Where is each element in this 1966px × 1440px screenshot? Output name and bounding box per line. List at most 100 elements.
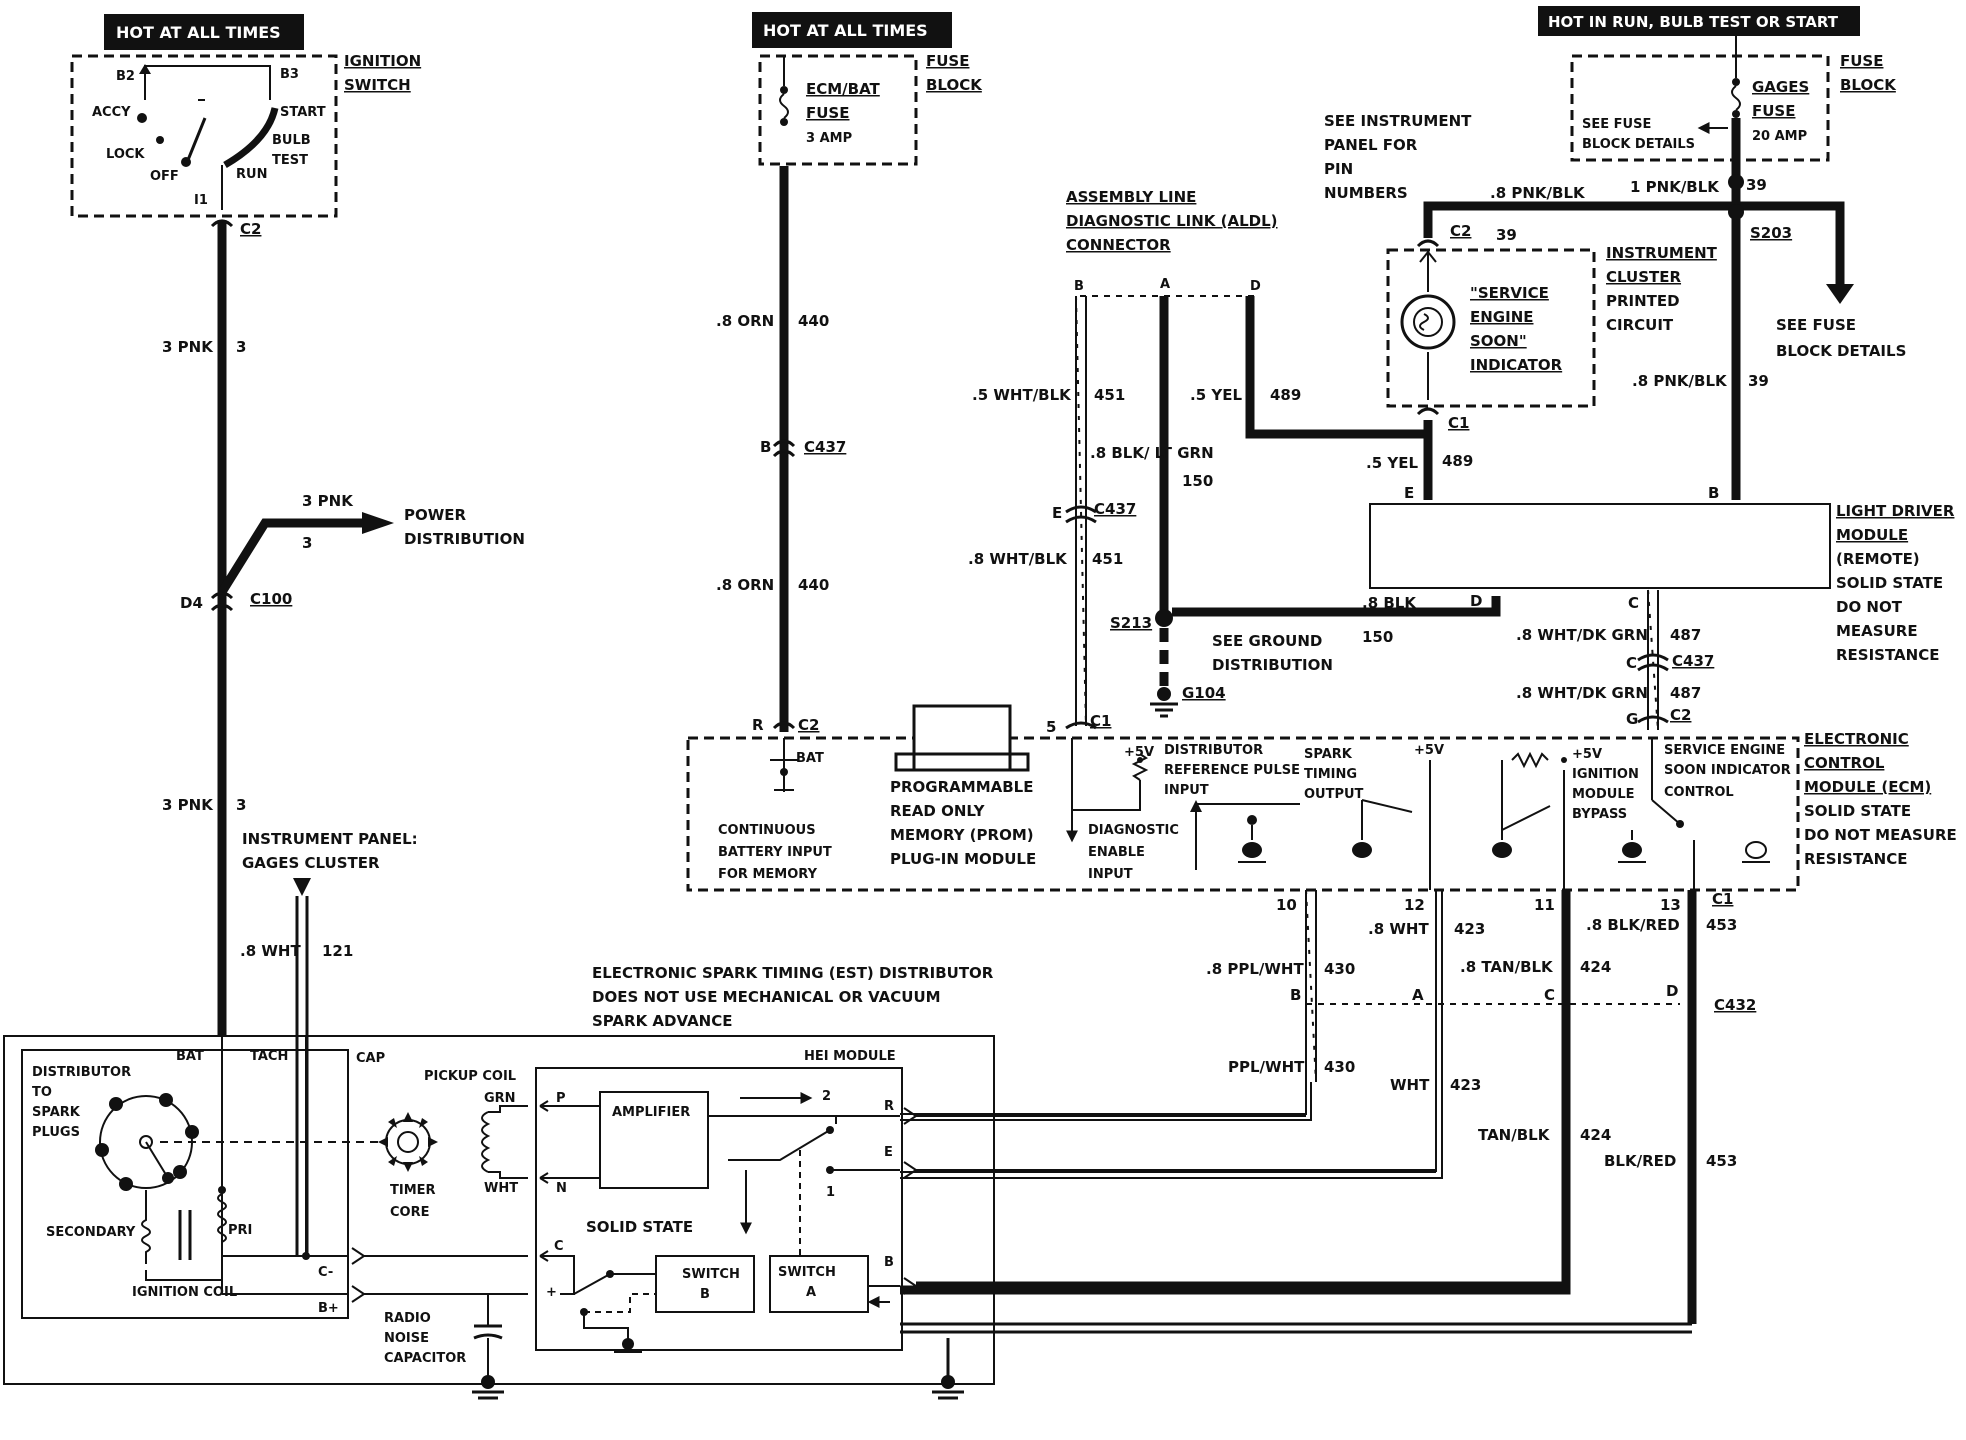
ses-label: SERVICE ENGINE	[1664, 743, 1785, 758]
pickup-coil-label: PICKUP COIL	[424, 1069, 516, 1084]
switch-b-label-2: B	[700, 1287, 710, 1302]
connector-c2-label: C2	[1670, 706, 1691, 724]
wire-number: 489	[1270, 386, 1301, 404]
wire-label: .8 PPL/WHT	[1206, 960, 1304, 978]
pin-label: G	[1626, 710, 1638, 728]
continuous-label-3: FOR MEMORY	[718, 867, 818, 882]
wire-number: 440	[798, 576, 829, 594]
wire-label: .8 WHT/BLK	[968, 550, 1068, 568]
cluster-label-4: CIRCUIT	[1606, 316, 1674, 334]
gages-cluster-label-2: GAGES CLUSTER	[242, 854, 380, 872]
aldl-label: ASSEMBLY LINE	[1066, 188, 1196, 206]
cluster-label-3: PRINTED	[1606, 292, 1680, 310]
fuse-label-2: FUSE	[1752, 102, 1795, 120]
ses-label-3: CONTROL	[1664, 785, 1734, 800]
c-label: C	[554, 1239, 564, 1254]
wire-orn: .8 ORN 440 B C437 .8 ORN 440 R C2	[716, 166, 846, 734]
secondary-label: SECONDARY	[46, 1225, 136, 1240]
wire-label: .8 BLK/RED	[1586, 916, 1680, 934]
connector-c437-label: C437	[804, 438, 846, 456]
wire-label: .5 YEL	[1366, 454, 1418, 472]
b-plus-label: B+	[318, 1301, 339, 1316]
timer-core-label-2: CORE	[390, 1205, 429, 1220]
wire-label: WHT	[1390, 1076, 1430, 1094]
run-label: RUN	[236, 167, 267, 182]
ign-label-2: IGNITION	[1572, 767, 1639, 782]
ecm-bat-fuse: ECM/BAT FUSE 3 AMP FUSE BLOCK	[758, 52, 983, 166]
fuse-label-2: FUSE	[806, 104, 849, 122]
dist-label-2: TO	[32, 1085, 52, 1100]
wire-label: 3 PNK	[162, 796, 214, 814]
wire-number: 150	[1362, 628, 1393, 646]
timer-core-label: TIMER	[390, 1183, 436, 1198]
fuse-label: GAGES	[1752, 78, 1809, 96]
cluster-label-2: CLUSTER	[1606, 268, 1681, 286]
ecm-label-4: SOLID STATE	[1804, 802, 1911, 820]
dist-label: DISTRIBUTOR	[32, 1065, 131, 1080]
wire-wht-blk: .5 WHT/BLK 451 E C437 .8 WHT/BLK 451 5 C…	[968, 295, 1136, 736]
wire-number: 440	[798, 312, 829, 330]
wire-number: 423	[1450, 1076, 1481, 1094]
wire-tach: INSTRUMENT PANEL: GAGES CLUSTER .8 WHT 1…	[240, 830, 418, 1256]
ignition-title: IGNITION	[344, 52, 421, 70]
wire-number: 489	[1442, 452, 1473, 470]
wire-number: 3	[236, 796, 246, 814]
wire-number: 39	[1748, 372, 1769, 390]
fuse-block-label: FUSE	[926, 52, 969, 70]
pin-label: 11	[1534, 896, 1555, 914]
bat-label: BAT	[176, 1049, 204, 1064]
splice-s203-label: S203	[1750, 224, 1792, 242]
connector-c1-label: C1	[1712, 890, 1733, 908]
wire-label: .8 TAN/BLK	[1460, 958, 1554, 976]
wire-number: 430	[1324, 960, 1355, 978]
aldl-label-2: DIAGNOSTIC LINK (ALDL)	[1066, 212, 1278, 230]
pin-label: C	[1626, 654, 1637, 672]
wire-number: 39	[1496, 226, 1517, 244]
wire-number: 121	[322, 942, 353, 960]
ldm-label-4: SOLID STATE	[1836, 574, 1943, 592]
wire-label: 3 PNK	[302, 492, 354, 510]
plus5v-label: +5V	[1124, 745, 1154, 760]
connector-c437-label: C437	[1672, 652, 1714, 670]
pin-label: 13	[1660, 896, 1681, 914]
see-fuse-label: SEE FUSE	[1776, 316, 1856, 334]
pos-1-label: 1	[826, 1185, 835, 1200]
wire-label: .5 YEL	[1190, 386, 1242, 404]
cap-label: CAP	[356, 1051, 385, 1066]
b2-label: B2	[116, 69, 135, 84]
pin-label: B	[1290, 986, 1301, 1004]
ecm-label: ELECTRONIC	[1804, 730, 1909, 748]
wire-label: .5 WHT/BLK	[972, 386, 1072, 404]
wire-number: 424	[1580, 1126, 1611, 1144]
grn-label: GRN	[484, 1091, 516, 1106]
wire-number: 424	[1580, 958, 1611, 976]
instrument-panel-note: SEE INSTRUMENT PANEL FOR PIN NUMBERS	[1324, 112, 1472, 202]
spark-label: SPARK	[1304, 747, 1353, 762]
wire-label: .8 WHT/DK GRN	[1516, 684, 1648, 702]
switch-a-label-2: A	[806, 1285, 816, 1300]
ign-label: +5V	[1572, 747, 1602, 762]
continuous-label: CONTINUOUS	[718, 823, 816, 838]
connector-d4-label: D4	[180, 594, 203, 612]
wire-label: .8 PNK/BLK	[1632, 372, 1728, 390]
connector-c1-label: C1	[1448, 414, 1469, 432]
dist-label-4: PLUGS	[32, 1125, 80, 1140]
ign-label-3: MODULE	[1572, 787, 1635, 802]
off-label: OFF	[150, 169, 179, 184]
ign-label-4: BYPASS	[1572, 807, 1627, 822]
wire-number: 453	[1706, 1152, 1737, 1170]
pin-label: D	[1470, 592, 1482, 610]
e-label: E	[884, 1145, 893, 1160]
wire-number: 453	[1706, 916, 1737, 934]
see-fuse-label: SEE FUSE	[1582, 117, 1651, 132]
switch-a-label: SWITCH	[778, 1265, 836, 1280]
hei-module: HEI MODULE AMPLIFIER SOLID STATE SWITCH …	[535, 1049, 918, 1353]
pin-label: D	[1250, 279, 1261, 294]
ground-g104-label: G104	[1182, 684, 1226, 702]
b-label: B	[884, 1255, 894, 1270]
splice-s213-label: S213	[1110, 614, 1152, 632]
ldm-label-6: MEASURE	[1836, 622, 1918, 640]
spark-label-2: TIMING	[1304, 767, 1357, 782]
prom-label-4: PLUG-IN MODULE	[890, 850, 1036, 868]
